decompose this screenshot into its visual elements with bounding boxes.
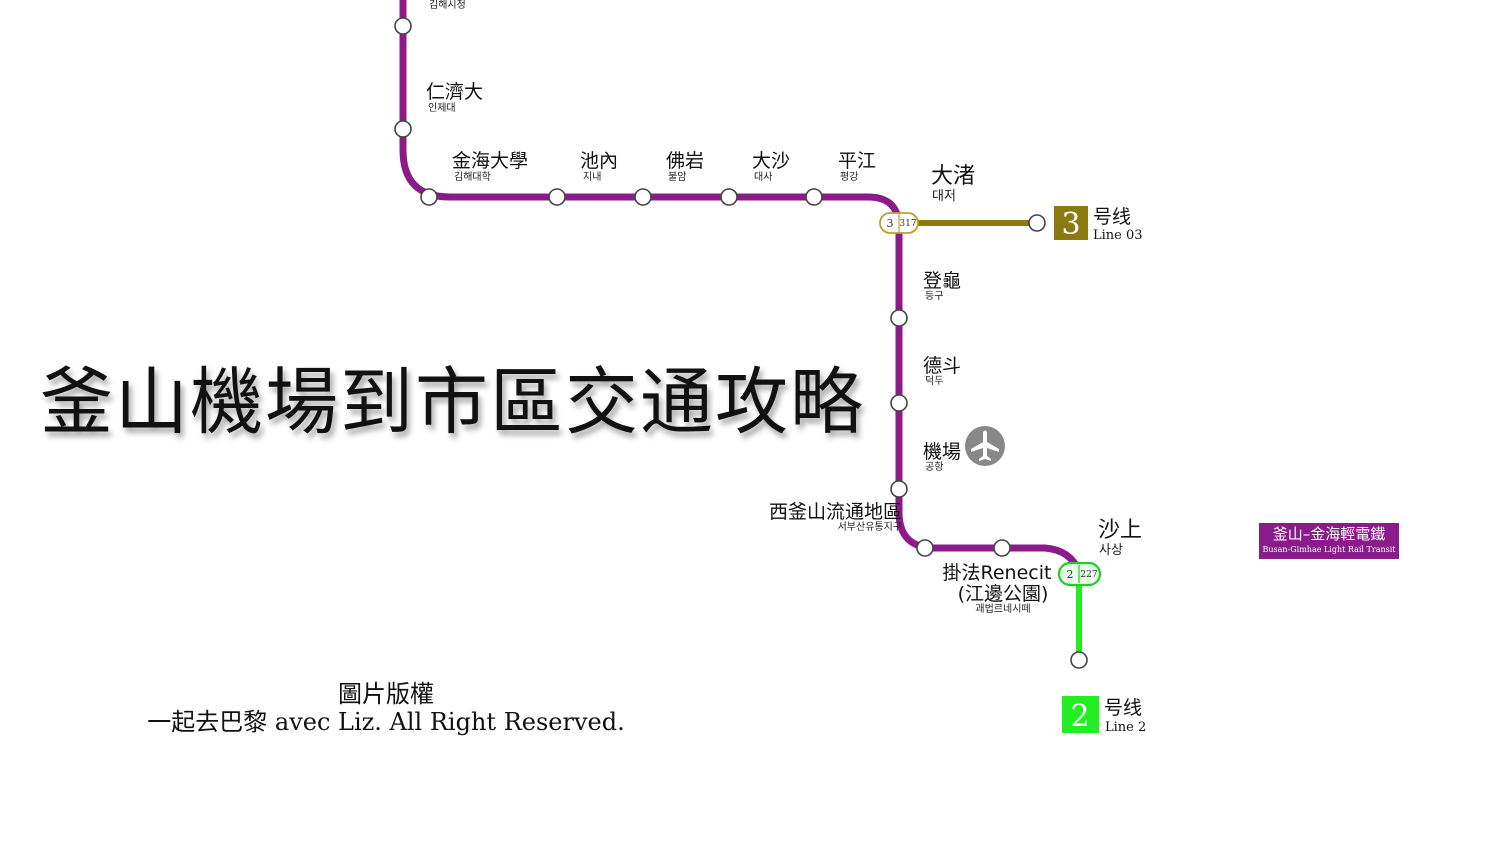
station-label-kr: 인제대 bbox=[428, 102, 456, 114]
copyright-line-1: 圖片版權 bbox=[338, 680, 434, 708]
station-label: 登龜 bbox=[923, 270, 961, 292]
station-label-kr: 대사 bbox=[754, 171, 772, 183]
station-dot-daesa[interactable] bbox=[720, 188, 738, 206]
station-label-kr: 대저 bbox=[932, 189, 956, 204]
station-dot-line2-end[interactable] bbox=[1070, 651, 1088, 669]
station-dot-buram[interactable] bbox=[634, 188, 652, 206]
station-label-kr: 사상 bbox=[1099, 543, 1123, 558]
station-label: 大渚 bbox=[931, 164, 975, 189]
station-label-kr: 서부산유통지구 bbox=[838, 521, 902, 533]
line3-label: 号线 bbox=[1093, 206, 1131, 228]
station-label: 西釜山流通地區 bbox=[769, 501, 902, 523]
copyright-line-2: 一起去巴黎 avec Liz. All Right Reserved. bbox=[147, 708, 625, 736]
bgl-line bbox=[399, 0, 1083, 573]
station-dot-airport[interactable] bbox=[890, 480, 908, 498]
line2-indicator[interactable]: 2 号线 Line 2 bbox=[1062, 696, 1146, 735]
station-label: 德斗 bbox=[923, 355, 961, 377]
line3-indicator[interactable]: 3 号线 Line 03 bbox=[1054, 206, 1143, 243]
station-dot-gimhae-univ[interactable] bbox=[420, 188, 438, 206]
station-label-kr: 공항 bbox=[925, 461, 943, 473]
station-dot-jinae[interactable] bbox=[548, 188, 566, 206]
badge-station-code: 317 bbox=[899, 219, 916, 229]
station-label: 沙上 bbox=[1098, 518, 1142, 543]
line3-number: 3 bbox=[1061, 207, 1080, 242]
station-label: 佛岩 bbox=[666, 150, 704, 172]
station-label-kr: 괘법르네시떼 bbox=[975, 603, 1030, 615]
page-title: 釜山機場到市區交通攻略 bbox=[40, 360, 865, 445]
station-dot-gwaebeop[interactable] bbox=[993, 539, 1011, 557]
legend-name: 釜山–金海輕電鐵 bbox=[1272, 525, 1386, 543]
badge-line-number: 3 bbox=[887, 217, 894, 230]
station-label: 掛法Renecit bbox=[943, 562, 1052, 584]
station-label: 仁濟大 bbox=[426, 81, 483, 103]
station-label-kr: 덕두 bbox=[925, 375, 943, 387]
station-dot-seobusan[interactable] bbox=[916, 539, 934, 557]
interchange-badge-daejeo[interactable]: 3 317 bbox=[879, 212, 919, 234]
interchange-badge-sasang[interactable]: 2 227 bbox=[1057, 561, 1102, 587]
station-label: 大沙 bbox=[752, 150, 790, 172]
station-dot-deokdu[interactable] bbox=[890, 394, 908, 412]
line2-label: 号线 bbox=[1104, 697, 1142, 719]
station-label: 池內 bbox=[580, 150, 618, 172]
station-dot-gimhae-city-hall[interactable] bbox=[394, 17, 412, 35]
line3-sublabel: Line 03 bbox=[1093, 228, 1143, 243]
station-label-kr: 지내 bbox=[583, 171, 601, 183]
airplane-icon bbox=[965, 426, 1005, 466]
line-legend-badge: 釜山–金海輕電鐵 Busan-Gimhae Light Rail Transit bbox=[1259, 523, 1399, 559]
station-label-kr: 평강 bbox=[840, 171, 858, 183]
line2-sublabel: Line 2 bbox=[1105, 720, 1146, 735]
station-label: 平江 bbox=[838, 150, 876, 172]
badge-line-number: 2 bbox=[1067, 568, 1074, 581]
station-dot-inje[interactable] bbox=[394, 120, 412, 138]
station-label: 機場 bbox=[923, 441, 961, 463]
station-dot-line3-end[interactable] bbox=[1028, 214, 1046, 232]
station-label: 金海大學 bbox=[452, 150, 528, 172]
station-label-kr: 등구 bbox=[925, 290, 943, 302]
copyright-notice: 圖片版權 一起去巴黎 avec Liz. All Right Reserved. bbox=[134, 680, 638, 736]
legend-name-en: Busan-Gimhae Light Rail Transit bbox=[1262, 545, 1396, 554]
line2-number: 2 bbox=[1070, 699, 1089, 734]
station-dot-deunggu[interactable] bbox=[890, 309, 908, 327]
station-dot-pyeonggang[interactable] bbox=[805, 188, 823, 206]
station-label-kr: 김해대학 bbox=[454, 170, 491, 183]
station-label-line2: (江邊公園) bbox=[958, 583, 1049, 605]
badge-station-code: 227 bbox=[1080, 570, 1097, 580]
station-label-kr: 불암 bbox=[668, 171, 686, 183]
station-label-kr: 김해시청 bbox=[429, 0, 466, 11]
